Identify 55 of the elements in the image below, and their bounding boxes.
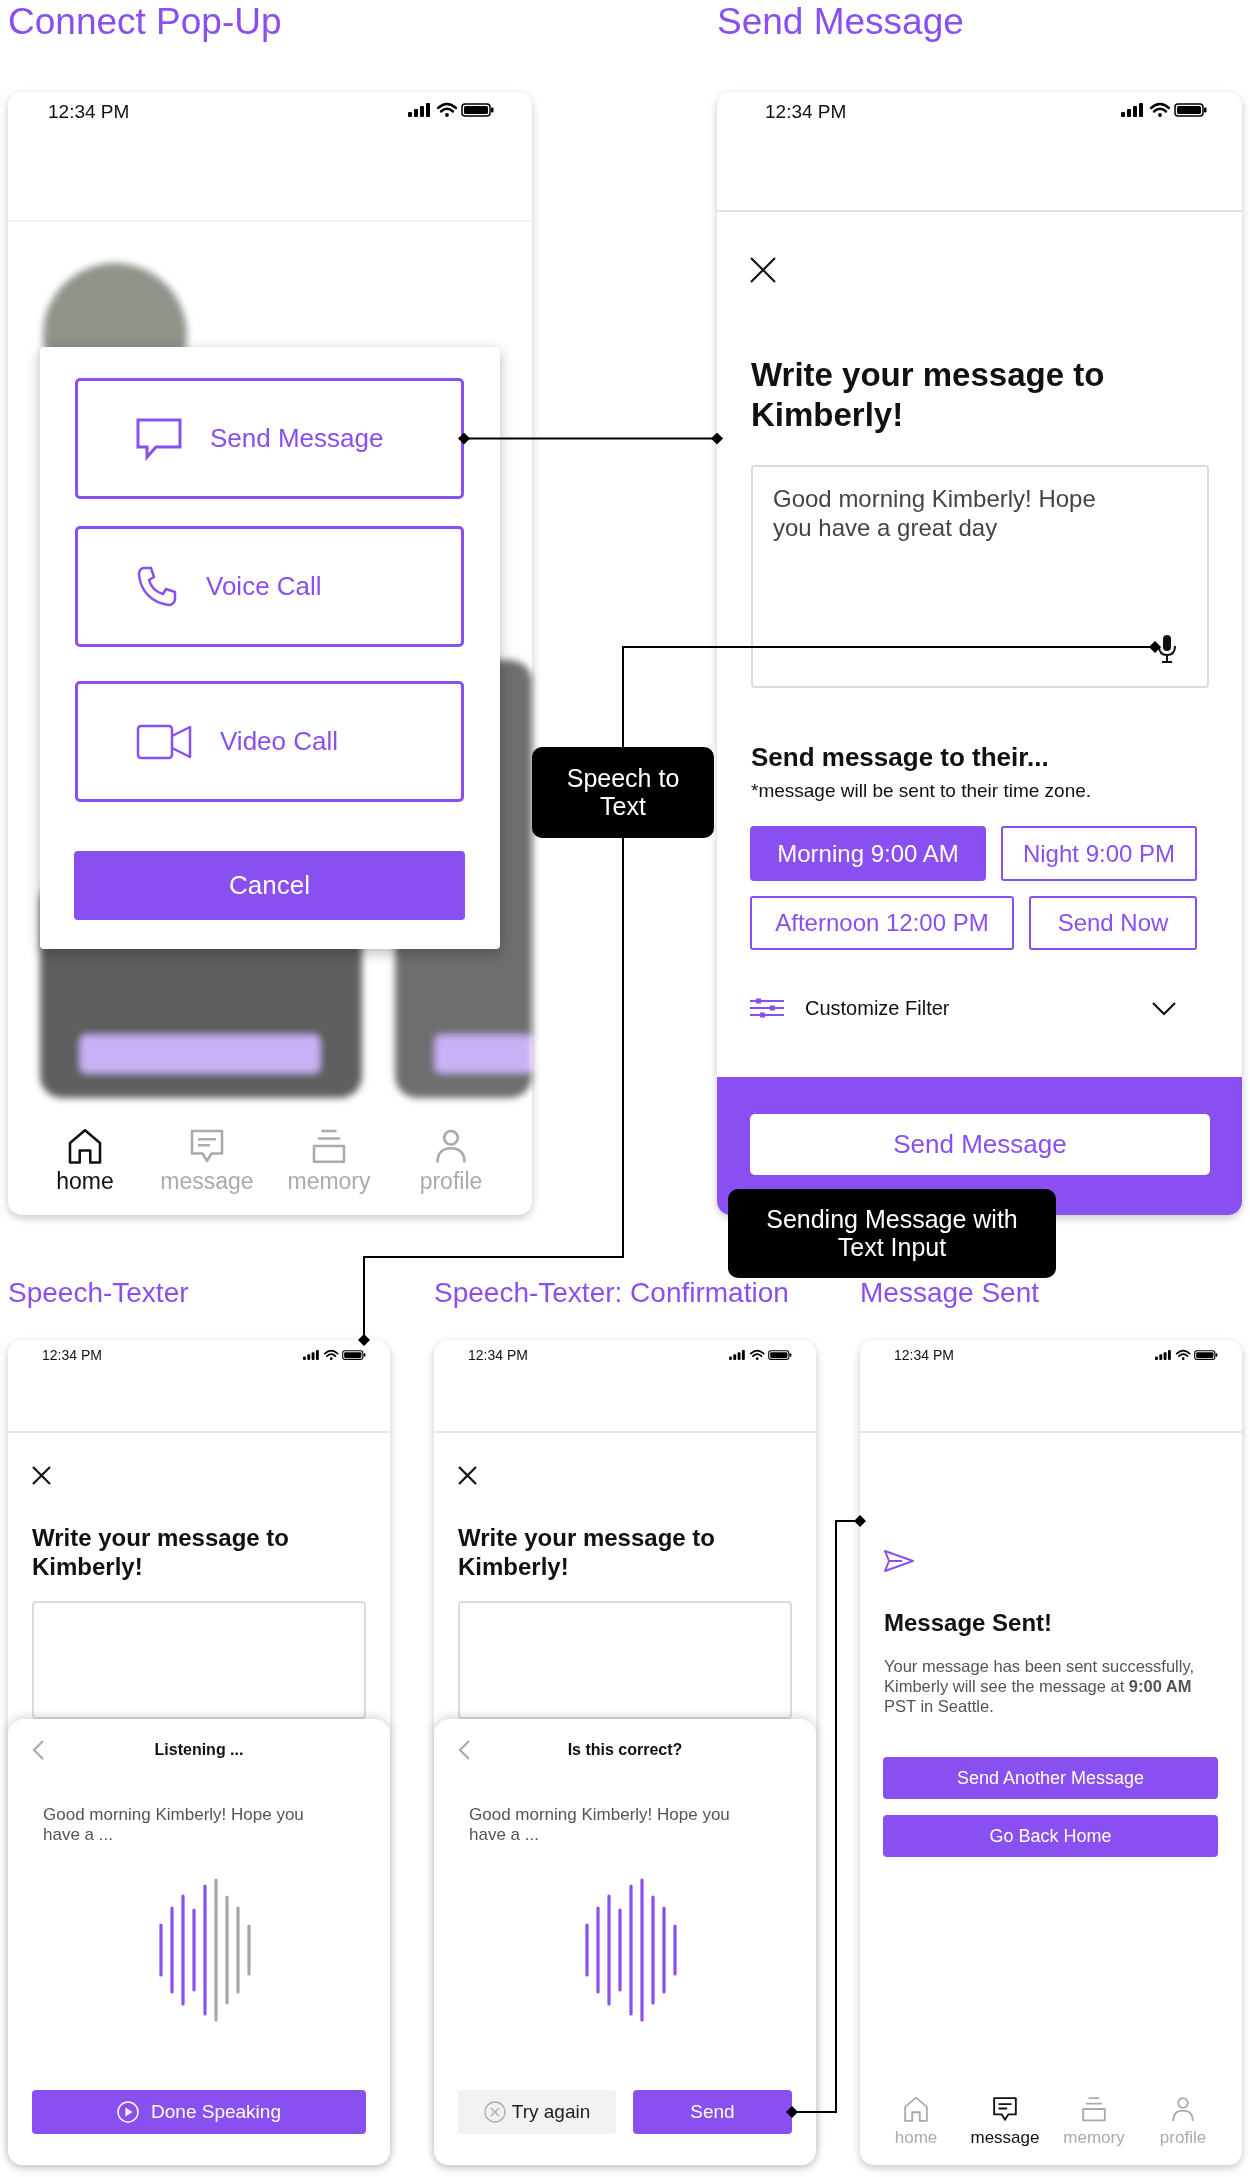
option-button: Send Message — [75, 378, 464, 499]
bottom-sheet — [8, 1719, 390, 2165]
text-input-field — [458, 1601, 792, 1719]
sheet-title: Is this correct? — [566, 1741, 684, 1759]
option-button: Video Call — [75, 681, 464, 802]
nav-label: message — [159, 1168, 255, 1196]
primary-button: Send Another Message — [883, 1757, 1218, 1799]
primary-button: Morning 9:00 AM — [750, 826, 986, 881]
screen-title: Connect Pop-Up — [8, 0, 282, 44]
screen-title: Speech-Texter — [8, 1276, 189, 1310]
edge-label: Speech to Text — [532, 747, 714, 838]
screen-title: Send Message — [717, 0, 964, 44]
screen-heading: Write your message to Kimberly! — [458, 1524, 716, 1582]
option-button: Voice Call — [75, 526, 464, 647]
confirmation-text: Your message has been sent successfully, Kimberly will see the message at 9:00 AM PST in Seattle. — [884, 1657, 1195, 1717]
sheet-title: Listening ... — [153, 1741, 245, 1759]
nav-label: home — [55, 1168, 115, 1196]
primary-button: Go Back Home — [883, 1815, 1218, 1857]
transcript-text: Good morning Kimberly! Hope you have a ... — [43, 1805, 305, 1846]
text-input-field — [751, 465, 1209, 688]
nav-label: profile — [418, 1168, 484, 1196]
popup-card — [40, 347, 500, 949]
bottom-sheet — [434, 1719, 816, 2165]
primary-button: Cancel — [74, 851, 465, 920]
confirmation-heading: Message Sent! — [884, 1609, 1053, 1638]
primary-button: Send — [633, 2090, 792, 2134]
secondary-button: Try again — [458, 2090, 616, 2134]
connector — [786, 1515, 866, 2118]
nav-label: profile — [1158, 2128, 1208, 2149]
connector — [458, 432, 723, 445]
note-text: *message will be sent to their time zone. — [751, 780, 1092, 803]
nav-label: message — [969, 2128, 1041, 2149]
screen-title: Speech-Texter: Confirmation — [434, 1276, 789, 1310]
text-input-field — [32, 1601, 366, 1719]
time-option-button: Night 9:00 PM — [1001, 826, 1197, 881]
nav-label: memory — [286, 1168, 372, 1196]
status-time: 12:34 PM — [468, 1347, 528, 1364]
microphone-icon — [1157, 635, 1177, 663]
transcript-text: Good morning Kimberly! Hope you have a ... — [469, 1805, 731, 1846]
annotation-tag: Sending Message with Text Input — [728, 1189, 1056, 1278]
primary-button: Done Speaking — [32, 2090, 366, 2134]
send-button: Send Message — [750, 1114, 1210, 1175]
screen-title: Message Sent — [860, 1276, 1039, 1310]
status-time: 12:34 PM — [42, 1347, 102, 1364]
screen-heading: Write your message to Kimberly! — [751, 355, 1106, 435]
time-option-button: Afternoon 12:00 PM — [750, 896, 1014, 950]
status-time: 12:34 PM — [48, 101, 130, 124]
status-time: 12:34 PM — [894, 1347, 954, 1364]
message-text: Good morning Kimberly! Hope you have a great day — [773, 485, 1097, 543]
section-heading: Send message to their... — [751, 742, 1049, 774]
time-option-button: Send Now — [1029, 896, 1197, 950]
filter-label: Customize Filter — [805, 996, 950, 1020]
status-time: 12:34 PM — [765, 101, 847, 124]
connector — [358, 641, 1161, 1346]
screen-heading: Write your message to Kimberly! — [32, 1524, 290, 1582]
